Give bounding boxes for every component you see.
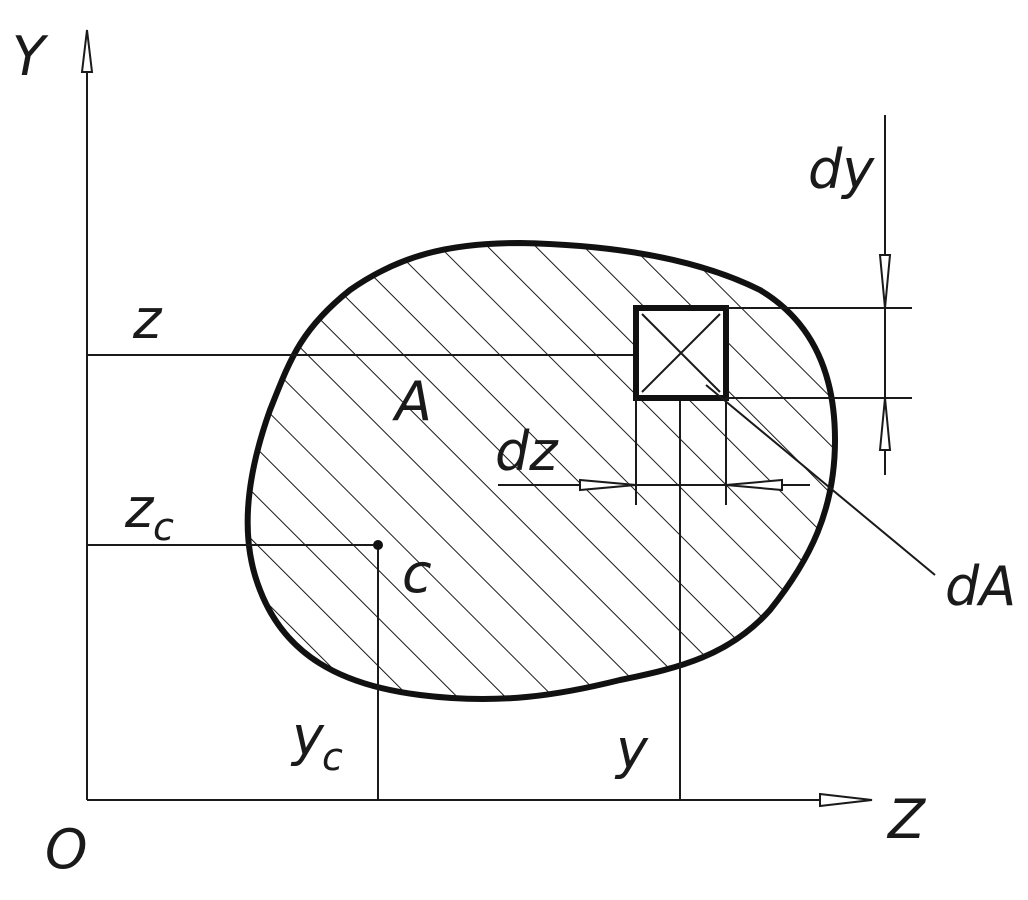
da-label: dA (945, 555, 1016, 618)
y-coordinate-label: y (614, 718, 649, 781)
zc-label: z c (124, 477, 174, 549)
z-coordinate-label: z (132, 288, 163, 351)
area-label: A (392, 370, 432, 433)
centroid-point (373, 540, 383, 550)
yc-label: y c (290, 705, 343, 779)
zc-label-main: z (124, 477, 155, 540)
z-axis-label: Z (886, 788, 926, 851)
centroid-label: c (402, 542, 432, 605)
yc-label-subscript: c (322, 735, 343, 779)
dz-dimension (498, 398, 810, 505)
element-da-square (633, 305, 729, 401)
dy-label: dy (808, 138, 875, 201)
area-shape (244, 239, 839, 703)
yc-label-main: y (290, 705, 325, 768)
da-leader-line (705, 384, 936, 576)
z-axis (87, 792, 873, 808)
dy-dimension (726, 115, 912, 475)
zc-label-subscript: c (153, 505, 174, 549)
y-axis-label: Y (12, 25, 49, 88)
dz-label: dz (495, 420, 559, 483)
y-axis (80, 29, 94, 800)
origin-label: O (45, 818, 88, 881)
